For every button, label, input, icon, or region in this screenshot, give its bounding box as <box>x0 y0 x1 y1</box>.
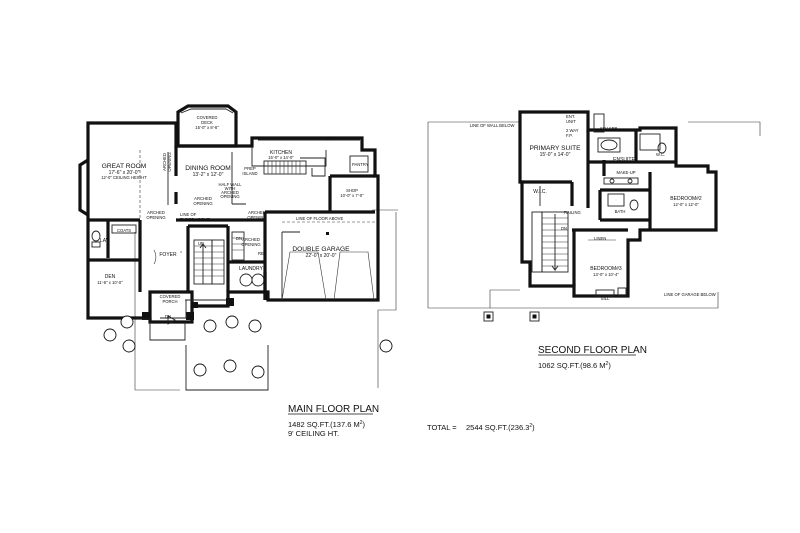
wc-label: W.C. <box>656 152 665 157</box>
line-of-garage-below-label: LINE OF GARAGE BELOW <box>664 292 716 297</box>
second-floor-plan <box>427 110 761 322</box>
arched-opening-1b: OPENING <box>193 201 212 206</box>
primary-suite-label: PRIMARY SUITE <box>529 145 581 152</box>
two-way-fp-label-1: 2 WAY <box>566 128 579 133</box>
arched-opening-2b: OPENING <box>247 215 266 220</box>
great-room-label: GREAT ROOM <box>102 163 146 170</box>
two-way-fp-label-2: F.P. <box>566 133 573 138</box>
arched-opening-5b: OPENING <box>167 152 172 171</box>
laundry-label: LAUNDRY <box>239 266 263 272</box>
den-dims: 11'-6" x 10'-0" <box>97 280 123 285</box>
sill-label: SILL <box>601 296 610 301</box>
den-label: DEN <box>105 274 116 280</box>
covered-porch-label-2: PORCH <box>162 299 177 304</box>
half-wall-label-4: OPENING <box>220 194 239 199</box>
lav-label: LAV <box>100 238 110 244</box>
double-garage-dims: 22'-0" x 20'-0" <box>306 253 337 259</box>
dining-room-dims: 13'-2" x 12'-0" <box>193 172 224 178</box>
kitchen-dims: 15'-0" x 14'-0" <box>268 155 294 160</box>
main-floor-ceiling: 9' CEILING HT. <box>288 429 339 438</box>
primary-suite-dims: 15'-0" x 14'-0" <box>540 152 571 158</box>
arched-opening-4b: OPENING <box>241 242 260 247</box>
second-floor-title: SECOND FLOOR PLAN <box>538 345 647 356</box>
bedroom2-label: BEDROOM#2 <box>670 196 702 202</box>
prep-island-label-2: ISLAND <box>242 171 257 176</box>
arched-opening-3a: ARCHED <box>147 210 165 215</box>
half-wall-label-1: HALF WALL <box>218 182 242 187</box>
foyer-label: FOYER <box>159 252 177 258</box>
half-wall-label-2: WITH <box>225 186 236 191</box>
main-floor-area: 1482 SQ.FT.(137.6 M2) <box>288 420 365 429</box>
shop-dims: 10'-0" x 7'-0" <box>340 193 364 198</box>
second-floor-area: 1062 SQ.FT.(98.6 M2) <box>538 361 611 370</box>
railing-label: RAILING <box>564 210 581 215</box>
pantry-label: PANTRY <box>352 162 369 167</box>
dn-label: DN <box>236 236 242 241</box>
arched-opening-1a: ARCHED <box>194 196 212 201</box>
dn-label-porch: DN <box>165 314 171 319</box>
bedroom3-dims: 13'-0" x 10'-4" <box>593 272 619 277</box>
covered-deck-dims: 15'-0" x 8'-6" <box>195 125 219 130</box>
prep-island-label: PREP <box>244 166 256 171</box>
covered-porch-label: COVERED <box>160 294 181 299</box>
arched-opening-2a: ARCHED <box>248 210 266 215</box>
wic-label: W.I.C. <box>533 189 547 195</box>
line-floor-above-garage: LINE OF FLOOR ABOVE <box>296 216 343 221</box>
soaker-label: SOAKER <box>600 126 617 131</box>
great-room-ceiling: 12'-0" CEILING HEIGHT <box>101 175 147 180</box>
ent-unit-label-1: ENT. <box>566 114 575 119</box>
double-garage-label: DOUBLE GARAGE <box>292 246 350 253</box>
covered-deck-label: COVERED <box>197 115 218 120</box>
bath-label: BATH <box>615 209 626 214</box>
dining-room-label: DINING ROOM <box>185 165 230 172</box>
bedroom3-label: BEDROOM#3 <box>590 266 622 272</box>
line-floor-above-2: FLOOR ABOVE <box>180 217 210 222</box>
linen-label: LINEN <box>594 236 606 241</box>
ensuite-label: ENSUITE <box>613 157 635 163</box>
bedroom2-dims: 12'-0" x 12'-0" <box>673 202 699 207</box>
ref-label: REF <box>258 251 267 256</box>
kitchen-label: KITCHEN <box>270 150 292 156</box>
great-room-dims: 17'-6" x 20'-0" <box>109 170 140 176</box>
total-label: TOTAL = <box>427 423 457 432</box>
dw-label: DW <box>326 136 333 141</box>
line-of-wall-below-label: LINE OF WALL BELOW <box>470 123 515 128</box>
arched-opening-5a: ARCHED <box>162 153 167 171</box>
dn-label-upper: DN <box>561 226 567 231</box>
make-up-label: MAKE-UP <box>616 170 635 175</box>
total-area: 2544 SQ.FT.(236.32) <box>466 423 535 432</box>
shop-label: SHOP <box>346 188 358 193</box>
main-floor-plan <box>78 104 398 391</box>
main-floor-title: MAIN FLOOR PLAN <box>288 404 379 415</box>
covered-deck-label-2: DECK <box>201 120 213 125</box>
half-wall-label-3: ARCHED <box>221 190 239 195</box>
coats-label: COATS <box>117 228 131 233</box>
arched-opening-4a: ARCHED <box>242 237 260 242</box>
up-label: UP <box>198 241 204 246</box>
arched-opening-3b: OPENING <box>146 215 165 220</box>
ent-unit-label-2: UNIT <box>566 119 576 124</box>
line-floor-above-1: LINE OF <box>180 212 197 217</box>
